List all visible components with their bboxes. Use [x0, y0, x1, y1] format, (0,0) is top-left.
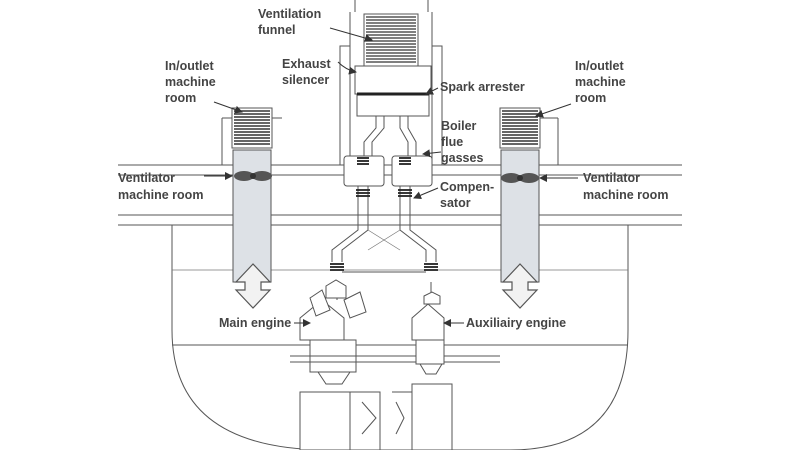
label-compensator-2: sator: [440, 196, 471, 210]
label-inoutlet-right-1: In/outlet: [575, 59, 624, 73]
grille-icon: [234, 110, 270, 145]
label-spark-arrester: Spark arrester: [440, 80, 525, 94]
label-ventilator-left-1: Ventilator: [118, 171, 175, 185]
label-compensator-1: Compen-: [440, 180, 494, 194]
leader-arrows: [204, 27, 578, 327]
compensator-bands: [330, 157, 438, 271]
label-inoutlet-left-1: In/outlet: [165, 59, 214, 73]
grille-icon: [502, 110, 538, 145]
label-ventilator-left-2: machine room: [118, 188, 203, 202]
label-boiler-flue-gasses-2: flue: [441, 135, 463, 149]
auxiliary-engine: [392, 291, 500, 451]
label-ventilator-right-2: machine room: [583, 188, 668, 202]
label-inoutlet-left-2: machine: [165, 75, 216, 89]
label-auxiliary-engine: Auxiliairy engine: [466, 316, 566, 330]
label-main-engine: Main engine: [219, 316, 291, 330]
ventilation-duct-left: [231, 107, 273, 309]
double-arrow-icon: [501, 263, 539, 309]
label-exhaust-silencer-1: Exhaust: [282, 57, 331, 71]
label-boiler-flue-gasses-1: Boiler: [441, 119, 477, 133]
label-ventilator-right-1: Ventilator: [583, 171, 640, 185]
label-boiler-flue-gasses-3: gasses: [441, 151, 483, 165]
ventilation-duct-right: [499, 107, 541, 309]
label-inoutlet-right-2: machine: [575, 75, 626, 89]
diagram-labels: Ventilation funnel Exhaust silencer Spar…: [118, 7, 668, 330]
label-inoutlet-left-3: room: [165, 91, 196, 105]
boiler-left: [343, 155, 385, 187]
label-inoutlet-right-3: room: [575, 91, 606, 105]
fan-icon: [501, 173, 539, 183]
exhaust-pipes: [330, 116, 438, 300]
ventilation-funnel: [363, 13, 419, 67]
grille-icon: [366, 16, 416, 63]
main-engine: [290, 279, 420, 451]
label-ventilation-funnel-2: funnel: [258, 23, 296, 37]
boiler-right: [391, 155, 433, 187]
fan-icon: [234, 171, 272, 181]
double-arrow-icon: [234, 263, 272, 309]
label-exhaust-silencer-2: silencer: [282, 73, 329, 87]
exhaust-silencer: [354, 65, 432, 117]
label-ventilation-funnel-1: Ventilation: [258, 7, 321, 21]
